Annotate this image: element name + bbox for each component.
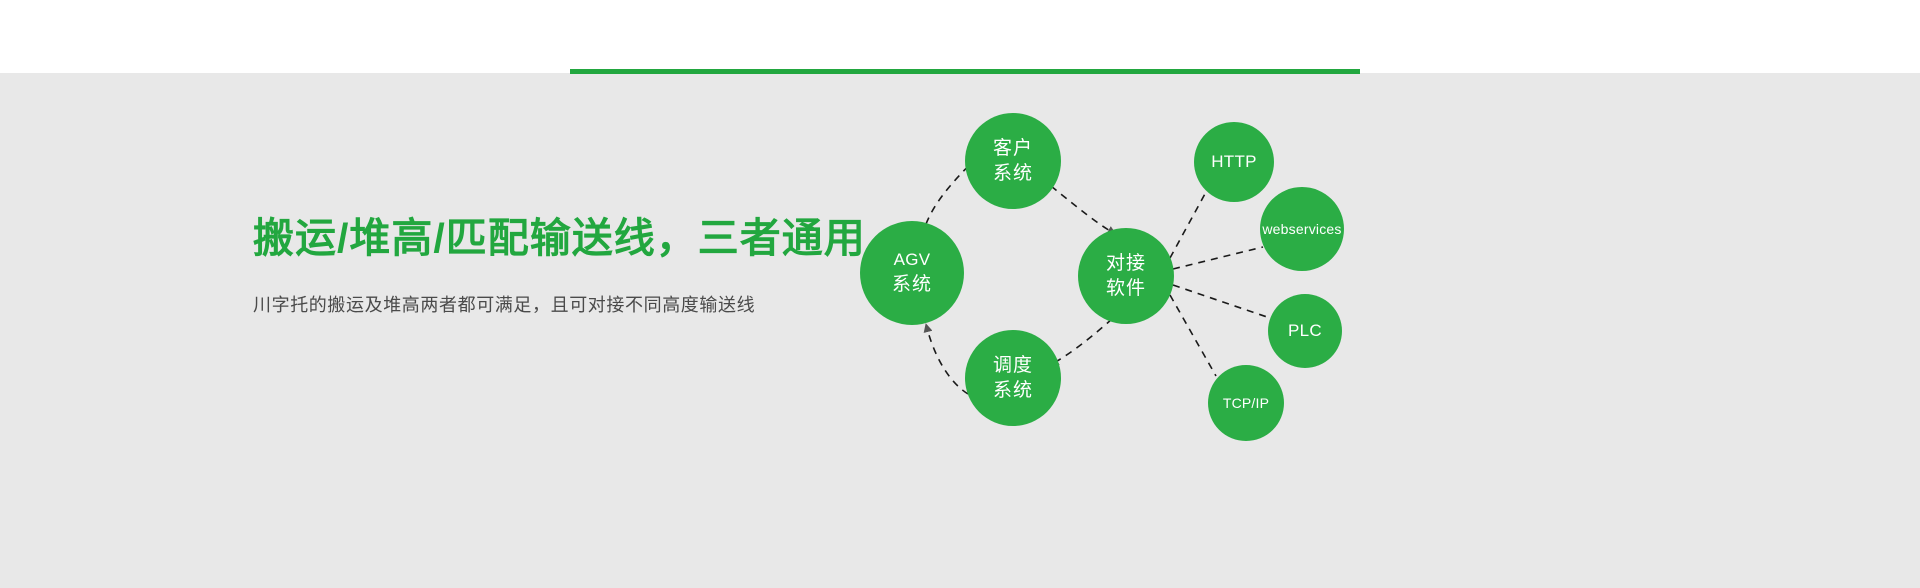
- diagram-node-webservices-label: webservices: [1262, 220, 1342, 237]
- edge-scheduling-to-agv: [923, 323, 969, 395]
- page-subtitle: 川字托的搬运及堆高两者都可满足，且可对接不同高度输送线: [253, 295, 756, 315]
- diagram-node-agv-line1: AGV: [893, 250, 931, 270]
- diagram-node-plc[interactable]: PLC: [1268, 294, 1342, 368]
- diagram-node-customer-system-line2: 系统: [992, 163, 1033, 184]
- content-panel-background: [0, 73, 1920, 588]
- page-title: 搬运/堆高/匹配输送线，三者通用: [253, 215, 866, 261]
- diagram-node-agv[interactable]: AGV 系统: [860, 221, 964, 325]
- edge-middleware-to-webservices: [1172, 246, 1264, 270]
- diagram-node-scheduling-system-line1: 调度: [992, 354, 1033, 376]
- integration-diagram: AGV 系统 客户 系统 调度 系统 对接 软件 HTTP webservice…: [840, 80, 1540, 520]
- edge-middleware-to-tcpip: [1169, 294, 1217, 377]
- diagram-node-integration-software-line1: 对接: [1105, 252, 1146, 274]
- top-white-strip: [0, 0, 1920, 73]
- edge-customer-to-middleware: [1050, 185, 1117, 235]
- edge-middleware-to-scheduling: [1049, 318, 1113, 366]
- diagram-node-http-label: HTTP: [1211, 151, 1257, 171]
- green-accent-rule: [570, 69, 1360, 74]
- edge-middleware-to-http: [1169, 191, 1207, 259]
- diagram-node-customer-system[interactable]: 客户 系统: [965, 113, 1061, 209]
- edge-middleware-to-plc: [1172, 284, 1271, 319]
- diagram-node-scheduling-system[interactable]: 调度 系统: [965, 330, 1061, 426]
- diagram-node-integration-software-line2: 软件: [1105, 278, 1146, 299]
- diagram-node-webservices[interactable]: webservices: [1260, 187, 1344, 271]
- banner-text-block: 搬运/堆高/匹配输送线，三者通用 川字托的搬运及堆高两者都可满足，且可对接不同高…: [253, 210, 993, 320]
- diagram-connector-layer: [923, 147, 1271, 395]
- diagram-node-scheduling-system-line2: 系统: [992, 380, 1033, 401]
- diagram-node-tcpip-label: TCP/IP: [1222, 394, 1270, 411]
- diagram-node-integration-software[interactable]: 对接 软件: [1078, 228, 1174, 324]
- diagram-node-agv-line2: 系统: [891, 273, 932, 295]
- diagram-node-tcpip[interactable]: TCP/IP: [1208, 365, 1284, 441]
- diagram-node-plc-label: PLC: [1288, 320, 1322, 340]
- diagram-node-customer-system-line1: 客户: [992, 137, 1033, 159]
- diagram-node-http[interactable]: HTTP: [1194, 122, 1274, 202]
